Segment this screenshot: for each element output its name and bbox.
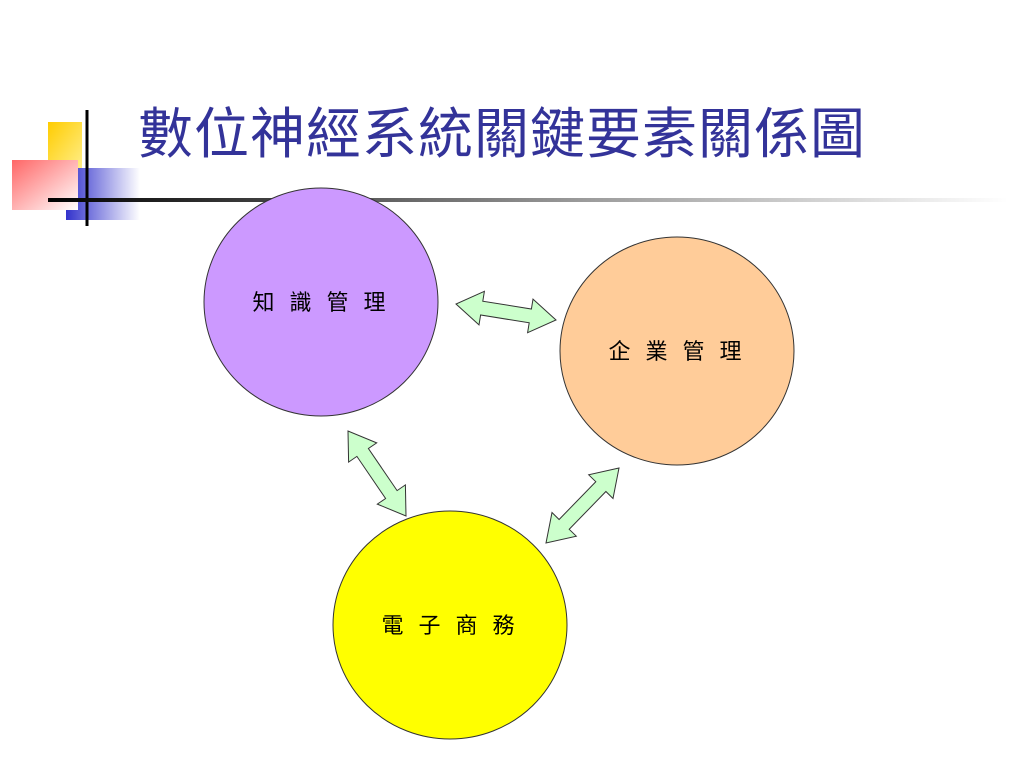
node-circle-knowledge — [203, 187, 439, 417]
accent-blue-square — [66, 168, 140, 220]
node-label-ecommerce: 電 子 商 務 — [382, 614, 519, 639]
title-underline — [48, 198, 1008, 202]
node-circle-ecommerce — [332, 510, 568, 740]
double-arrow-knowledge-ecommerce — [347, 430, 407, 517]
slide-title: 數位神經系統關鍵要素關係圖 — [138, 102, 867, 166]
node-label-enterprise: 企 業 管 理 — [609, 340, 746, 365]
node-ecommerce: 電 子 商 務 — [332, 510, 568, 740]
node-label-knowledge: 知 識 管 理 — [253, 291, 390, 316]
nodes-layer: 知 識 管 理企 業 管 理電 子 商 務 — [203, 187, 795, 740]
links-layer — [347, 290, 620, 544]
double-arrow-enterprise-ecommerce — [545, 467, 620, 544]
node-circle-enterprise — [559, 236, 795, 466]
node-enterprise: 企 業 管 理 — [559, 236, 795, 466]
double-arrow-knowledge-enterprise — [455, 290, 557, 334]
node-knowledge: 知 識 管 理 — [203, 187, 439, 417]
